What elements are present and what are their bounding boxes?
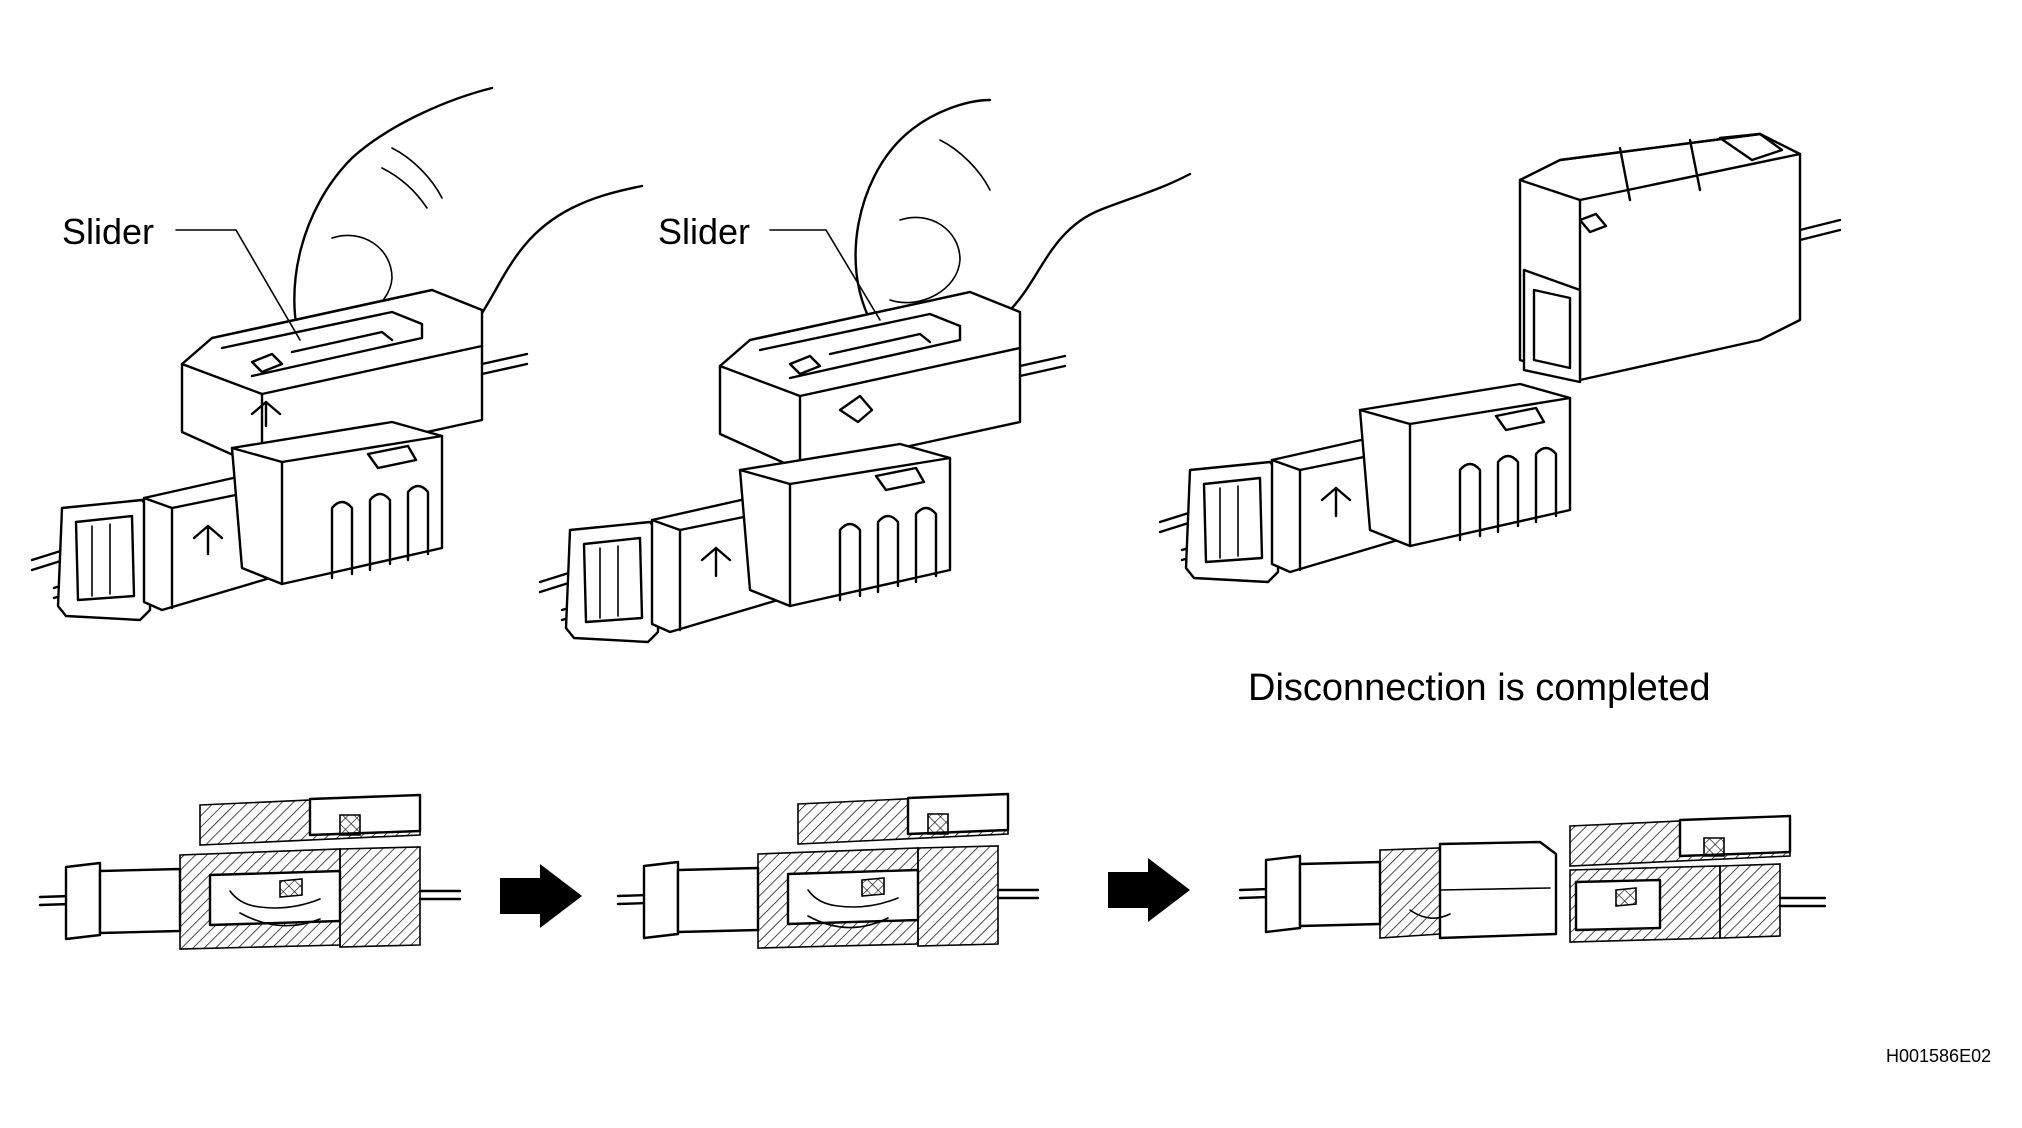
connector-illustration-step-1: [30, 86, 644, 622]
cross-section-step-3: [1238, 814, 1827, 943]
cross-section-step-2: [616, 792, 1040, 949]
right-arrow-icon-1: [500, 864, 582, 928]
disconnection-status-text: Disconnection is completed: [1248, 667, 1711, 709]
slider-leader-line-2: [769, 229, 881, 321]
figure-code: H001586E02: [1886, 1046, 1991, 1066]
connector-illustration-step-3: [1158, 132, 1842, 584]
slider-leader-line-1: [175, 229, 301, 341]
right-arrow-icon-2: [1108, 858, 1190, 922]
connector-illustration-step-2: [538, 98, 1192, 644]
slider-label-2: Slider: [658, 211, 750, 252]
cross-section-step-1: [38, 793, 462, 950]
slider-label-1: Slider: [62, 211, 154, 252]
